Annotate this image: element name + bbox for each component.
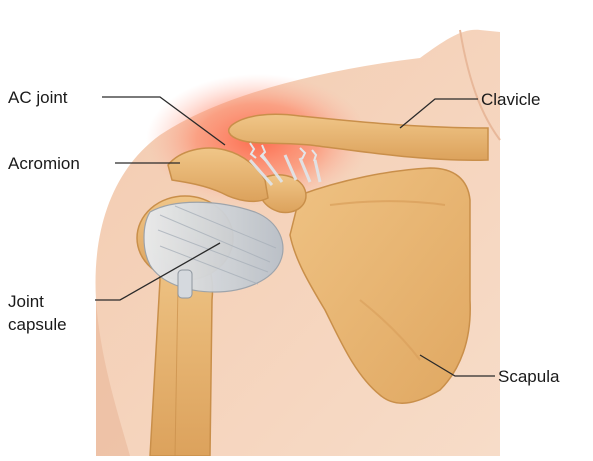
label-capsule: capsule	[8, 315, 67, 334]
biceps-tendon	[178, 270, 192, 298]
label-acromion: Acromion	[8, 154, 80, 173]
label-clavicle: Clavicle	[481, 90, 541, 109]
label-scapula: Scapula	[498, 367, 560, 386]
label-joint: Joint	[8, 292, 44, 311]
label-ac-joint: AC joint	[8, 88, 68, 107]
